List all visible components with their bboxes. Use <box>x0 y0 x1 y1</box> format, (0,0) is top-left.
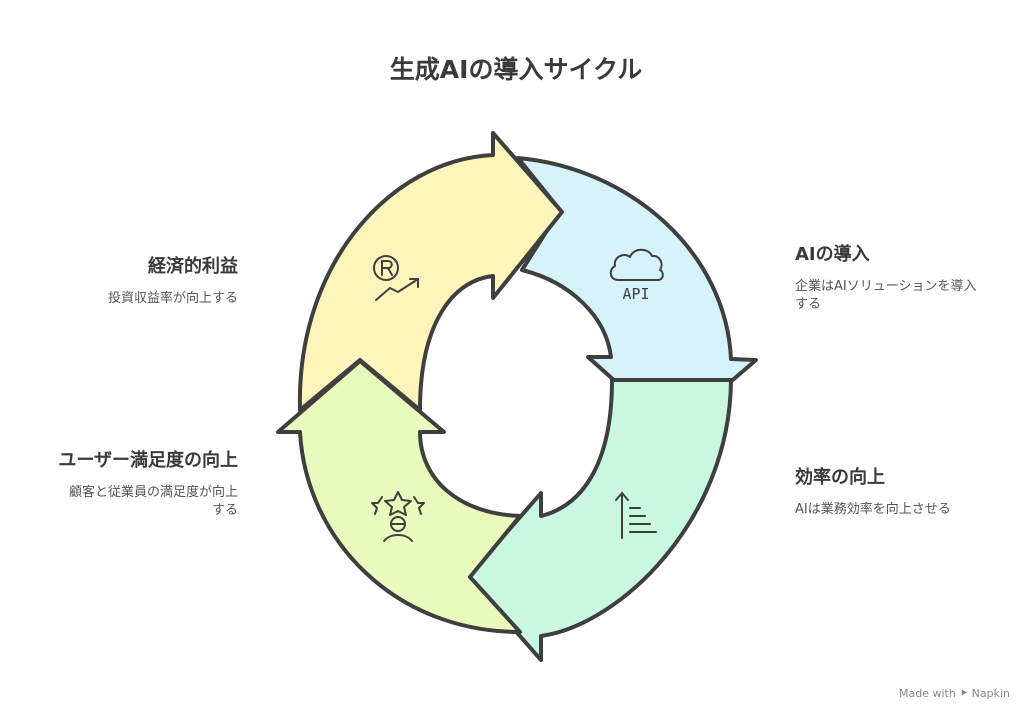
stage-adopt-description: 企業はAIソリューションを導入する <box>795 279 977 312</box>
stage-adopt-label: AIの導入 企業はAIソリューションを導入する <box>795 244 995 314</box>
arrow-segment-efficiency <box>466 378 733 662</box>
efficiency-chart-icon <box>615 491 657 539</box>
api-icon-text: API <box>622 285 649 303</box>
stage-efficiency-heading: 効率の向上 <box>795 467 885 488</box>
stage-user-heading: ユーザー満足度の向上 <box>58 450 238 471</box>
stage-efficiency-label: 効率の向上 AIは業務効率を向上させる <box>795 467 995 519</box>
napkin-footer[interactable]: Made with ⯈ Napkin <box>899 687 1010 700</box>
roi-growth-icon <box>373 255 419 301</box>
stage-efficiency-description: AIは業務効率を向上させる <box>795 502 951 517</box>
satisfied-user-icon <box>371 491 425 542</box>
stage-roi-heading: 経済的利益 <box>148 256 238 277</box>
stage-adopt-heading: AIの導入 <box>795 244 870 265</box>
arrow-segment-user <box>276 359 522 634</box>
stage-user-description: 顧客と従業員の満足度が向上する <box>68 485 238 518</box>
stage-roi-description: 投資収益率が向上する <box>107 291 238 306</box>
stage-user-label: ユーザー満足度の向上 顧客と従業員の満足度が向上する <box>38 450 238 520</box>
arrow-segment-adopt <box>516 156 758 434</box>
page-title: 生成AIの導入サイクル <box>389 55 643 84</box>
arrow-segment-roi <box>297 131 564 412</box>
stage-roi-label: 経済的利益 投資収益率が向上する <box>38 256 238 308</box>
cloud-api-icon: API <box>609 248 664 303</box>
